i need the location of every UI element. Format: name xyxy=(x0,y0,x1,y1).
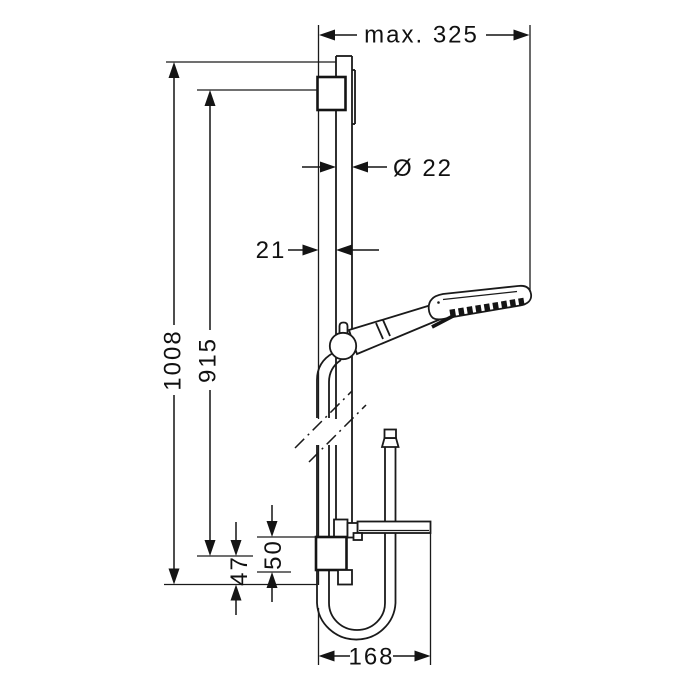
dim-rail-end-offset-label: 47 xyxy=(226,555,253,586)
shower-holder xyxy=(328,321,358,361)
dim-rail-total-length: 1008 xyxy=(160,62,187,585)
extension-lines xyxy=(164,25,531,665)
hand-shower-head xyxy=(427,284,533,321)
holder-knob xyxy=(328,331,358,361)
hand-shower xyxy=(347,284,533,356)
dim-hole-distance-label: 915 xyxy=(195,337,222,383)
bar-clamp xyxy=(333,518,349,539)
dim-hose-loop-width-label: 168 xyxy=(348,644,394,671)
shower-rail xyxy=(335,55,356,537)
dim-bracket-height: 50 xyxy=(260,505,287,602)
dim-wall-offset: 21 xyxy=(256,237,379,264)
dim-hole-distance: 915 xyxy=(195,90,222,556)
bottom-wall-bracket xyxy=(314,535,348,572)
spray-face xyxy=(449,297,525,318)
dim-bar-diameter-label: Ø 22 xyxy=(393,155,453,182)
shower-hose xyxy=(316,352,400,641)
hose-coupling-nut xyxy=(380,437,400,448)
bar-body xyxy=(356,520,432,534)
break-symbol xyxy=(294,390,367,463)
dim-bracket-height-label: 50 xyxy=(260,539,287,570)
dim-wall-offset-label: 21 xyxy=(256,237,287,264)
dim-rail-total-length-label: 1008 xyxy=(160,329,187,390)
dim-max-width: max. 325 xyxy=(319,22,530,49)
rail-foot xyxy=(337,569,353,586)
dim-max-width-label: max. 325 xyxy=(364,22,479,49)
dim-bar-diameter: Ø 22 xyxy=(302,155,453,182)
dim-rail-end-offset: 47 xyxy=(226,522,253,615)
top-wall-bracket xyxy=(316,75,347,112)
dim-hose-loop-width: 168 xyxy=(318,644,431,671)
bottom-bar xyxy=(333,518,432,541)
